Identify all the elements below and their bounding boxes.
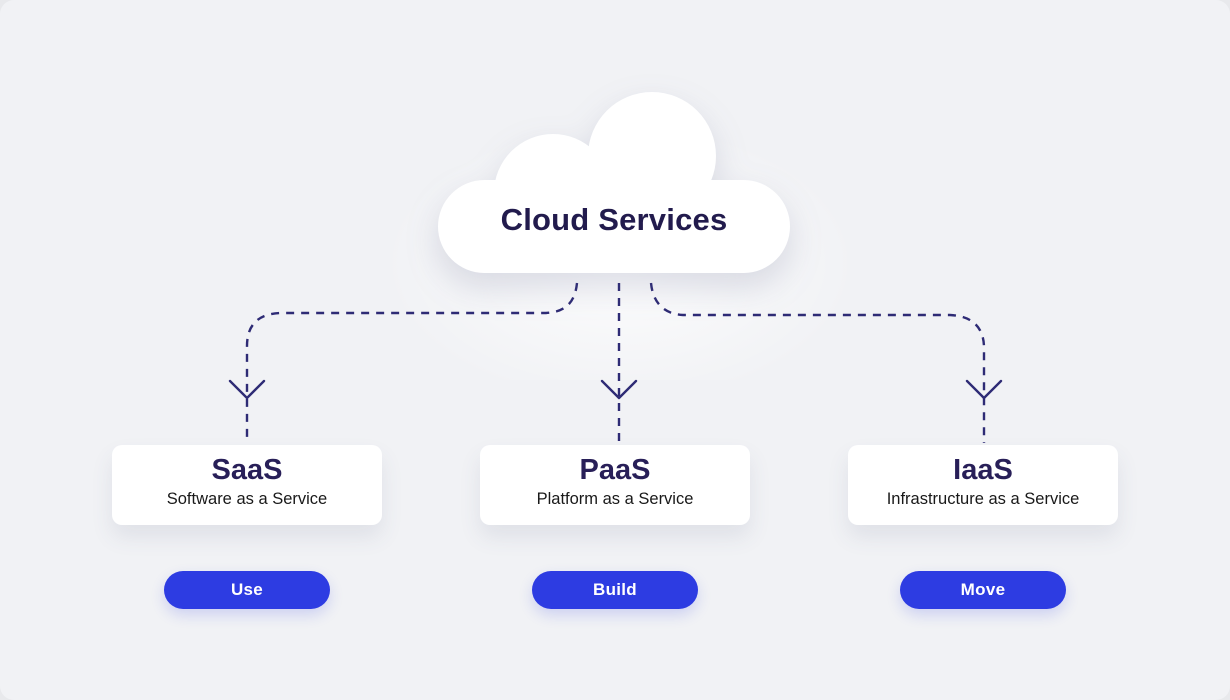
card-saas-title: SaaS — [211, 454, 283, 486]
move-button[interactable]: Move — [900, 571, 1066, 609]
card-paas: PaaS Platform as a Service — [480, 445, 750, 525]
card-paas-subtitle: Platform as a Service — [536, 489, 694, 508]
card-iaas-title: IaaS — [953, 454, 1013, 486]
card-iaas-subtitle: Infrastructure as a Service — [886, 489, 1080, 508]
cloud-shape-icon: Cloud Services — [438, 90, 790, 273]
card-saas-subtitle: Software as a Service — [166, 489, 328, 508]
arrowhead-down-icon — [228, 379, 266, 400]
card-paas-title: PaaS — [579, 454, 651, 486]
arrowhead-down-icon — [965, 379, 1003, 400]
connector-line-saas — [245, 282, 579, 443]
build-button[interactable]: Build — [532, 571, 698, 609]
card-saas: SaaS Software as a Service — [112, 445, 382, 525]
use-button[interactable]: Use — [164, 571, 330, 609]
card-iaas: IaaS Infrastructure as a Service — [848, 445, 1118, 525]
connector-line-iaas — [649, 282, 986, 443]
cloud-services-title: Cloud Services — [500, 202, 728, 237]
cloud-base — [438, 180, 790, 273]
arrowhead-down-icon — [600, 379, 638, 400]
